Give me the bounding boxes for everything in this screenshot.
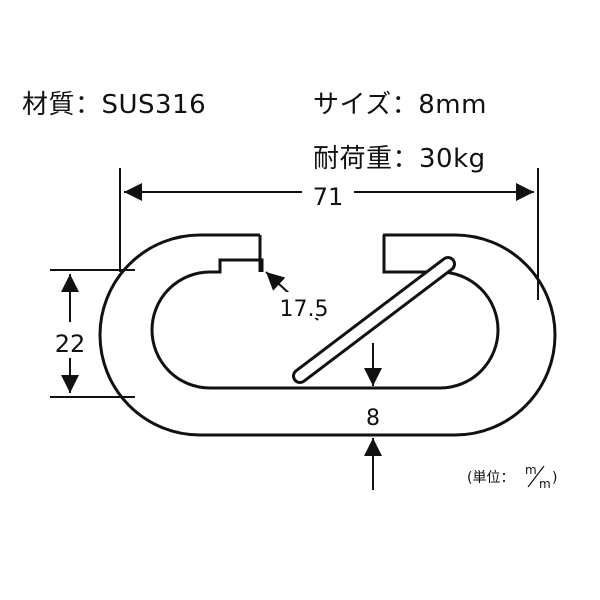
unit-note-denominator: m — [539, 477, 551, 491]
radius-value: 17.5 — [280, 297, 329, 322]
spring-gate — [292, 256, 456, 384]
material-spec: 材質：SUS316 — [22, 90, 207, 120]
unit-note-numerator: m — [525, 463, 537, 477]
length-dimension: 71 — [119, 168, 539, 300]
wire-diameter-dimension: 8 — [364, 343, 382, 490]
unit-note: (単位： m m ) — [467, 463, 557, 491]
unit-note-suffix: ) — [552, 470, 557, 486]
carabiner-outer-outline — [98, 233, 557, 437]
height-dimension: 22 — [50, 269, 135, 398]
height-value: 22 — [55, 330, 86, 358]
wire-diameter-value: 8 — [366, 406, 380, 431]
unit-note-prefix: (単位： — [467, 470, 514, 486]
length-value: 71 — [313, 183, 344, 211]
carabiner-inner-outline — [150, 235, 500, 390]
radius-dimension: 17.5 — [265, 271, 329, 322]
load-capacity-spec: 耐荷重：30kg — [313, 144, 486, 174]
size-spec: サイズ：8mm — [313, 90, 487, 120]
